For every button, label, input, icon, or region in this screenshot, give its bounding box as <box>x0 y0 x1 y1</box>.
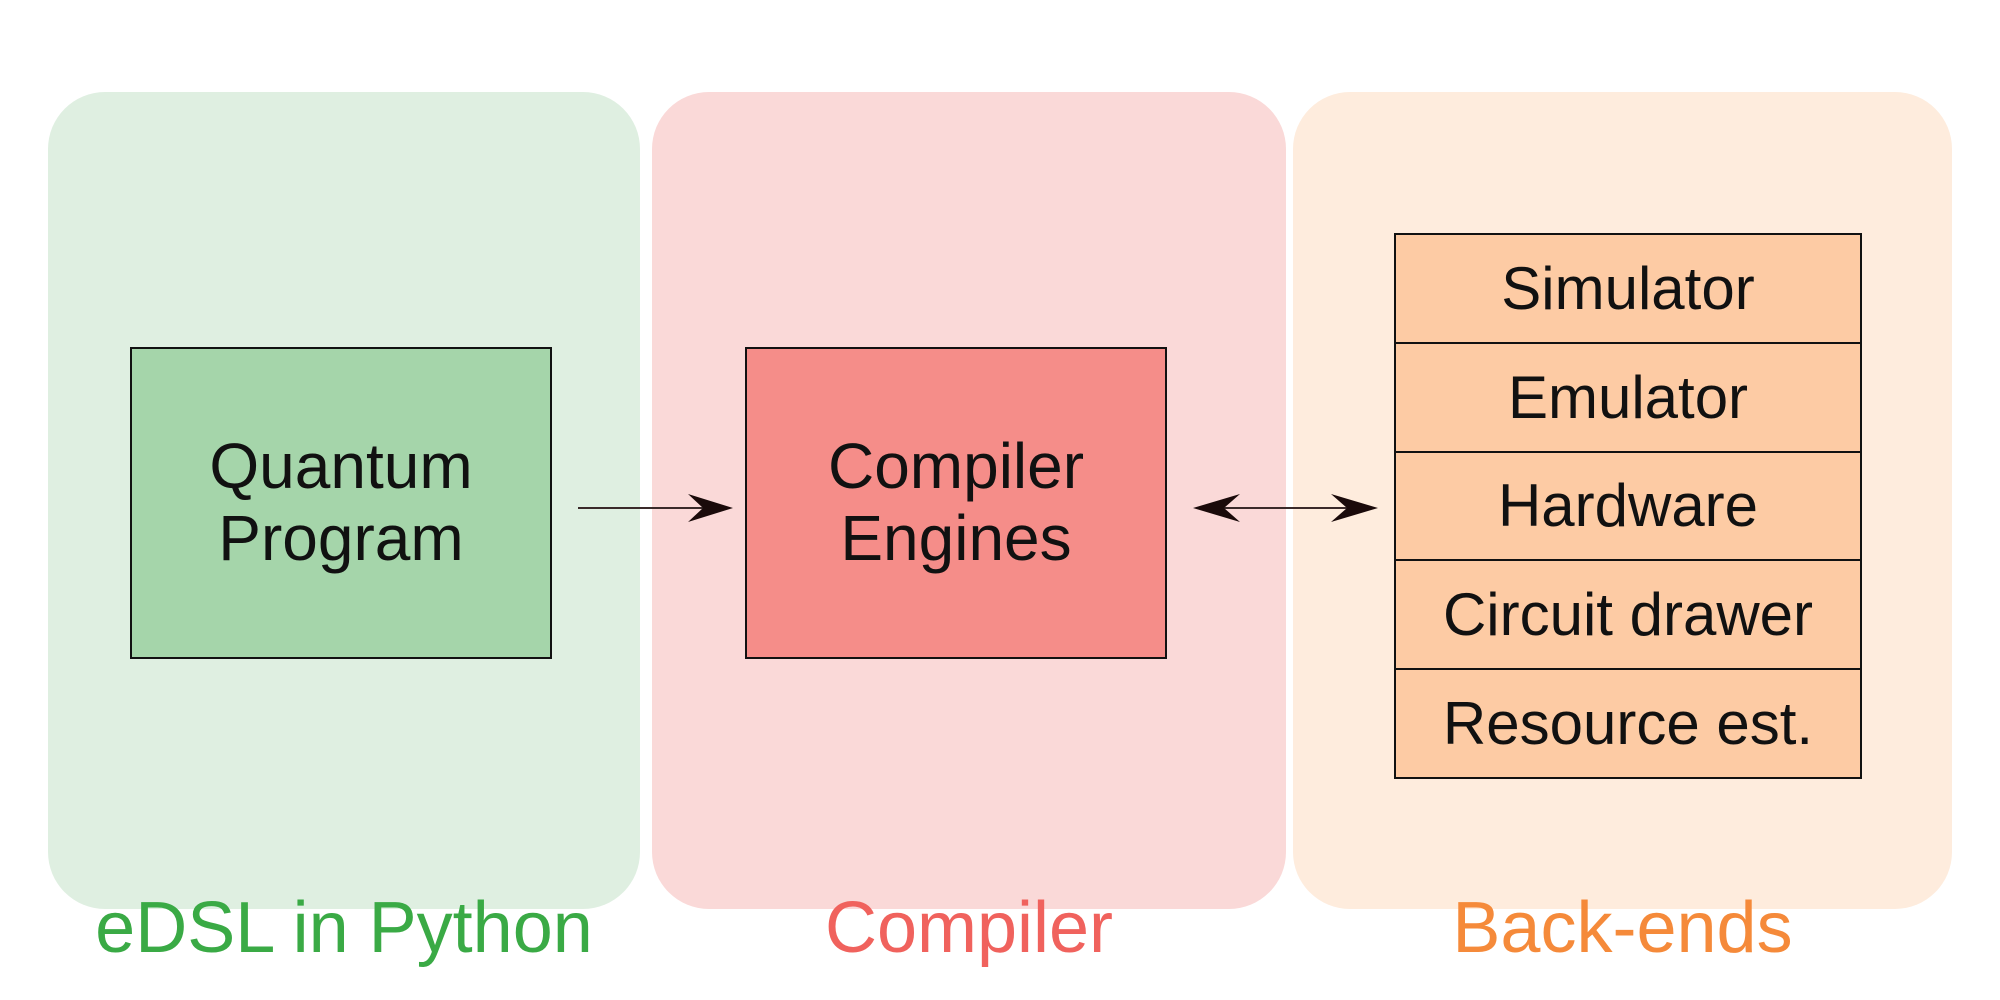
arrow-compiler-backends <box>1193 494 1378 522</box>
backend-emulator: Emulator <box>1396 344 1860 453</box>
quantum-program-line1: Quantum <box>209 430 473 503</box>
backends-list: Simulator Emulator Hardware Circuit draw… <box>1394 233 1862 779</box>
python-panel-label: eDSL in Python <box>95 888 593 968</box>
quantum-program-line2: Program <box>218 502 464 574</box>
arrow-program-to-compiler <box>578 494 733 522</box>
compiler-engines-line2: Engines <box>840 502 1072 574</box>
backend-simulator: Simulator <box>1396 235 1860 344</box>
backend-circuit-drawer: Circuit drawer <box>1396 561 1860 671</box>
backends-panel-label: Back-ends <box>1452 888 1793 968</box>
compiler-panel-label: Compiler <box>824 888 1114 968</box>
compiler-engines-line1: Compiler <box>827 430 1085 503</box>
backend-resource-estimator: Resource est. <box>1442 690 1814 758</box>
backend-hardware: Hardware <box>1396 453 1860 562</box>
